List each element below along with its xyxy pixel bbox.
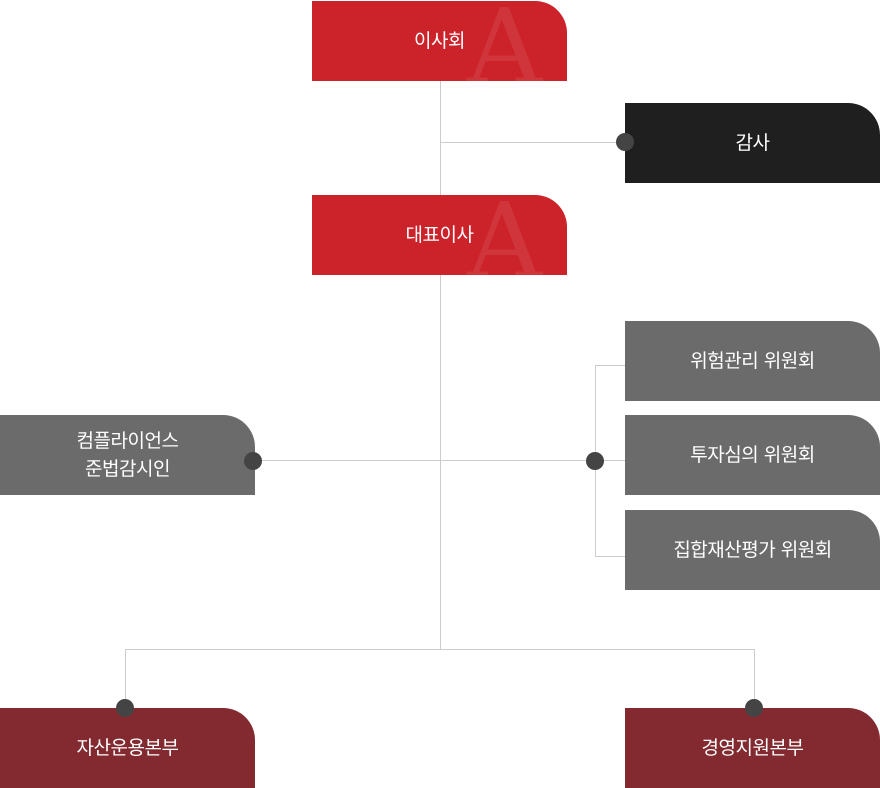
connector-dot-committees: [586, 452, 604, 470]
watermark-letter: A: [467, 1, 542, 81]
connector-main-vertical: [440, 80, 441, 650]
compliance-label: 컴플라이언스 준법감시인: [77, 427, 179, 483]
compliance-label-line2: 준법감시인: [85, 458, 170, 480]
board-box: A 이사회: [312, 1, 567, 81]
committee-box-investment: 투자심의 위원회: [625, 415, 880, 495]
watermark-letter: A: [467, 195, 542, 275]
compliance-label-line1: 컴플라이언스: [76, 430, 179, 452]
connector-middle-horizontal: [253, 460, 596, 461]
committee-box-risk: 위험관리 위원회: [625, 321, 880, 401]
division-label: 경영지원본부: [701, 737, 804, 759]
ceo-box: A 대표이사: [312, 195, 567, 275]
committee-label: 위험관리 위원회: [690, 350, 815, 372]
division-label: 자산운용본부: [76, 737, 179, 759]
audit-box: 감사: [625, 103, 880, 183]
division-box-asset-management: 자산운용본부: [0, 708, 255, 788]
connector-bottom-horizontal: [125, 649, 755, 650]
connector-division-right: [754, 649, 755, 709]
committee-label: 투자심의 위원회: [690, 444, 815, 466]
committee-box-valuation: 집합재산평가 위원회: [625, 510, 880, 590]
connector-audit: [440, 142, 625, 143]
committee-label: 집합재산평가 위원회: [673, 539, 832, 561]
connector-dot-division-left: [116, 699, 134, 717]
division-box-management-support: 경영지원본부: [625, 708, 880, 788]
connector-committee-2: [595, 460, 625, 461]
connector-dot-compliance: [244, 452, 262, 470]
audit-label: 감사: [735, 132, 770, 154]
compliance-box: 컴플라이언스 준법감시인: [0, 415, 255, 495]
connector-dot-audit: [616, 133, 634, 151]
connector-division-left: [125, 649, 126, 709]
connector-committee-3: [595, 556, 625, 557]
connector-dot-division-right: [745, 699, 763, 717]
connector-committee-1: [595, 365, 625, 366]
board-label: 이사회: [414, 30, 465, 52]
ceo-label: 대표이사: [405, 224, 474, 246]
